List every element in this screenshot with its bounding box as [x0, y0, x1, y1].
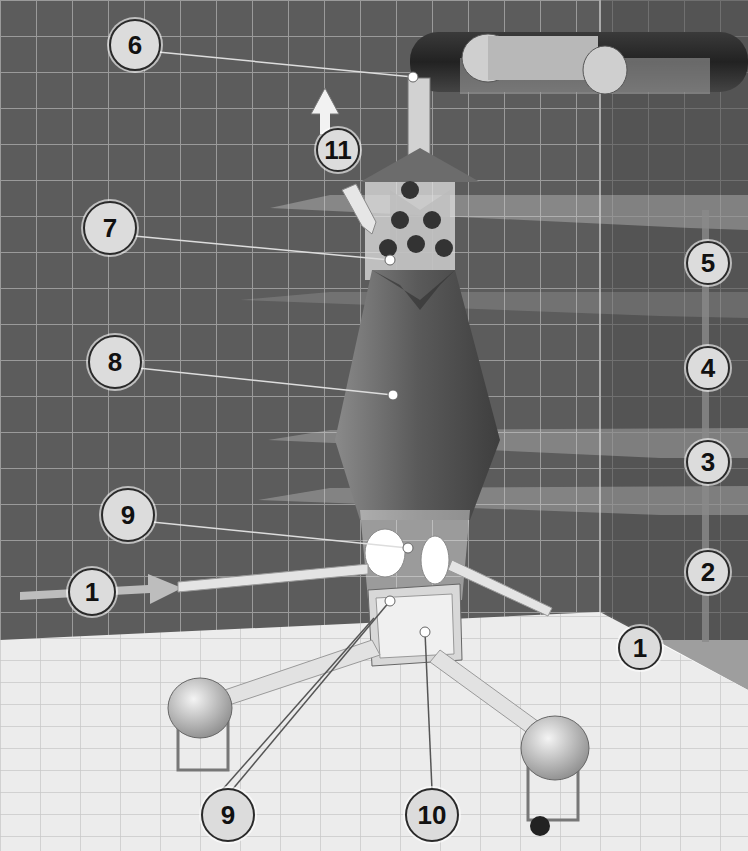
callout-number: 1 [633, 635, 647, 661]
callout-number: 1 [85, 579, 99, 605]
callout-number: 7 [103, 215, 117, 241]
callout-number: 8 [108, 349, 122, 375]
callout-number: 9 [121, 502, 135, 528]
callout-circle: 6 [109, 19, 161, 71]
callout-number: 10 [418, 802, 447, 828]
callout-number: 4 [701, 355, 715, 381]
callout-number: 5 [701, 250, 715, 276]
callout-number: 6 [128, 32, 142, 58]
callout-circle: 3 [686, 440, 730, 484]
callout-number: 9 [221, 802, 235, 828]
callout-circle: 7 [83, 201, 137, 255]
callout-number: 2 [701, 559, 715, 585]
callout-circle: 4 [686, 346, 730, 390]
callout-circle: 9 [201, 788, 255, 842]
callout-circle: 9 [101, 488, 155, 542]
callout-circle: 10 [405, 788, 459, 842]
callout-number: 11 [324, 137, 352, 163]
callout-circle: 1 [618, 626, 662, 670]
callout-circle: 8 [88, 335, 142, 389]
callout-circle: 2 [686, 550, 730, 594]
callout-circle: 5 [686, 241, 730, 285]
callout-circle: 1 [68, 568, 116, 616]
callout-number: 3 [701, 449, 715, 475]
callout-circle: 11 [316, 128, 360, 172]
